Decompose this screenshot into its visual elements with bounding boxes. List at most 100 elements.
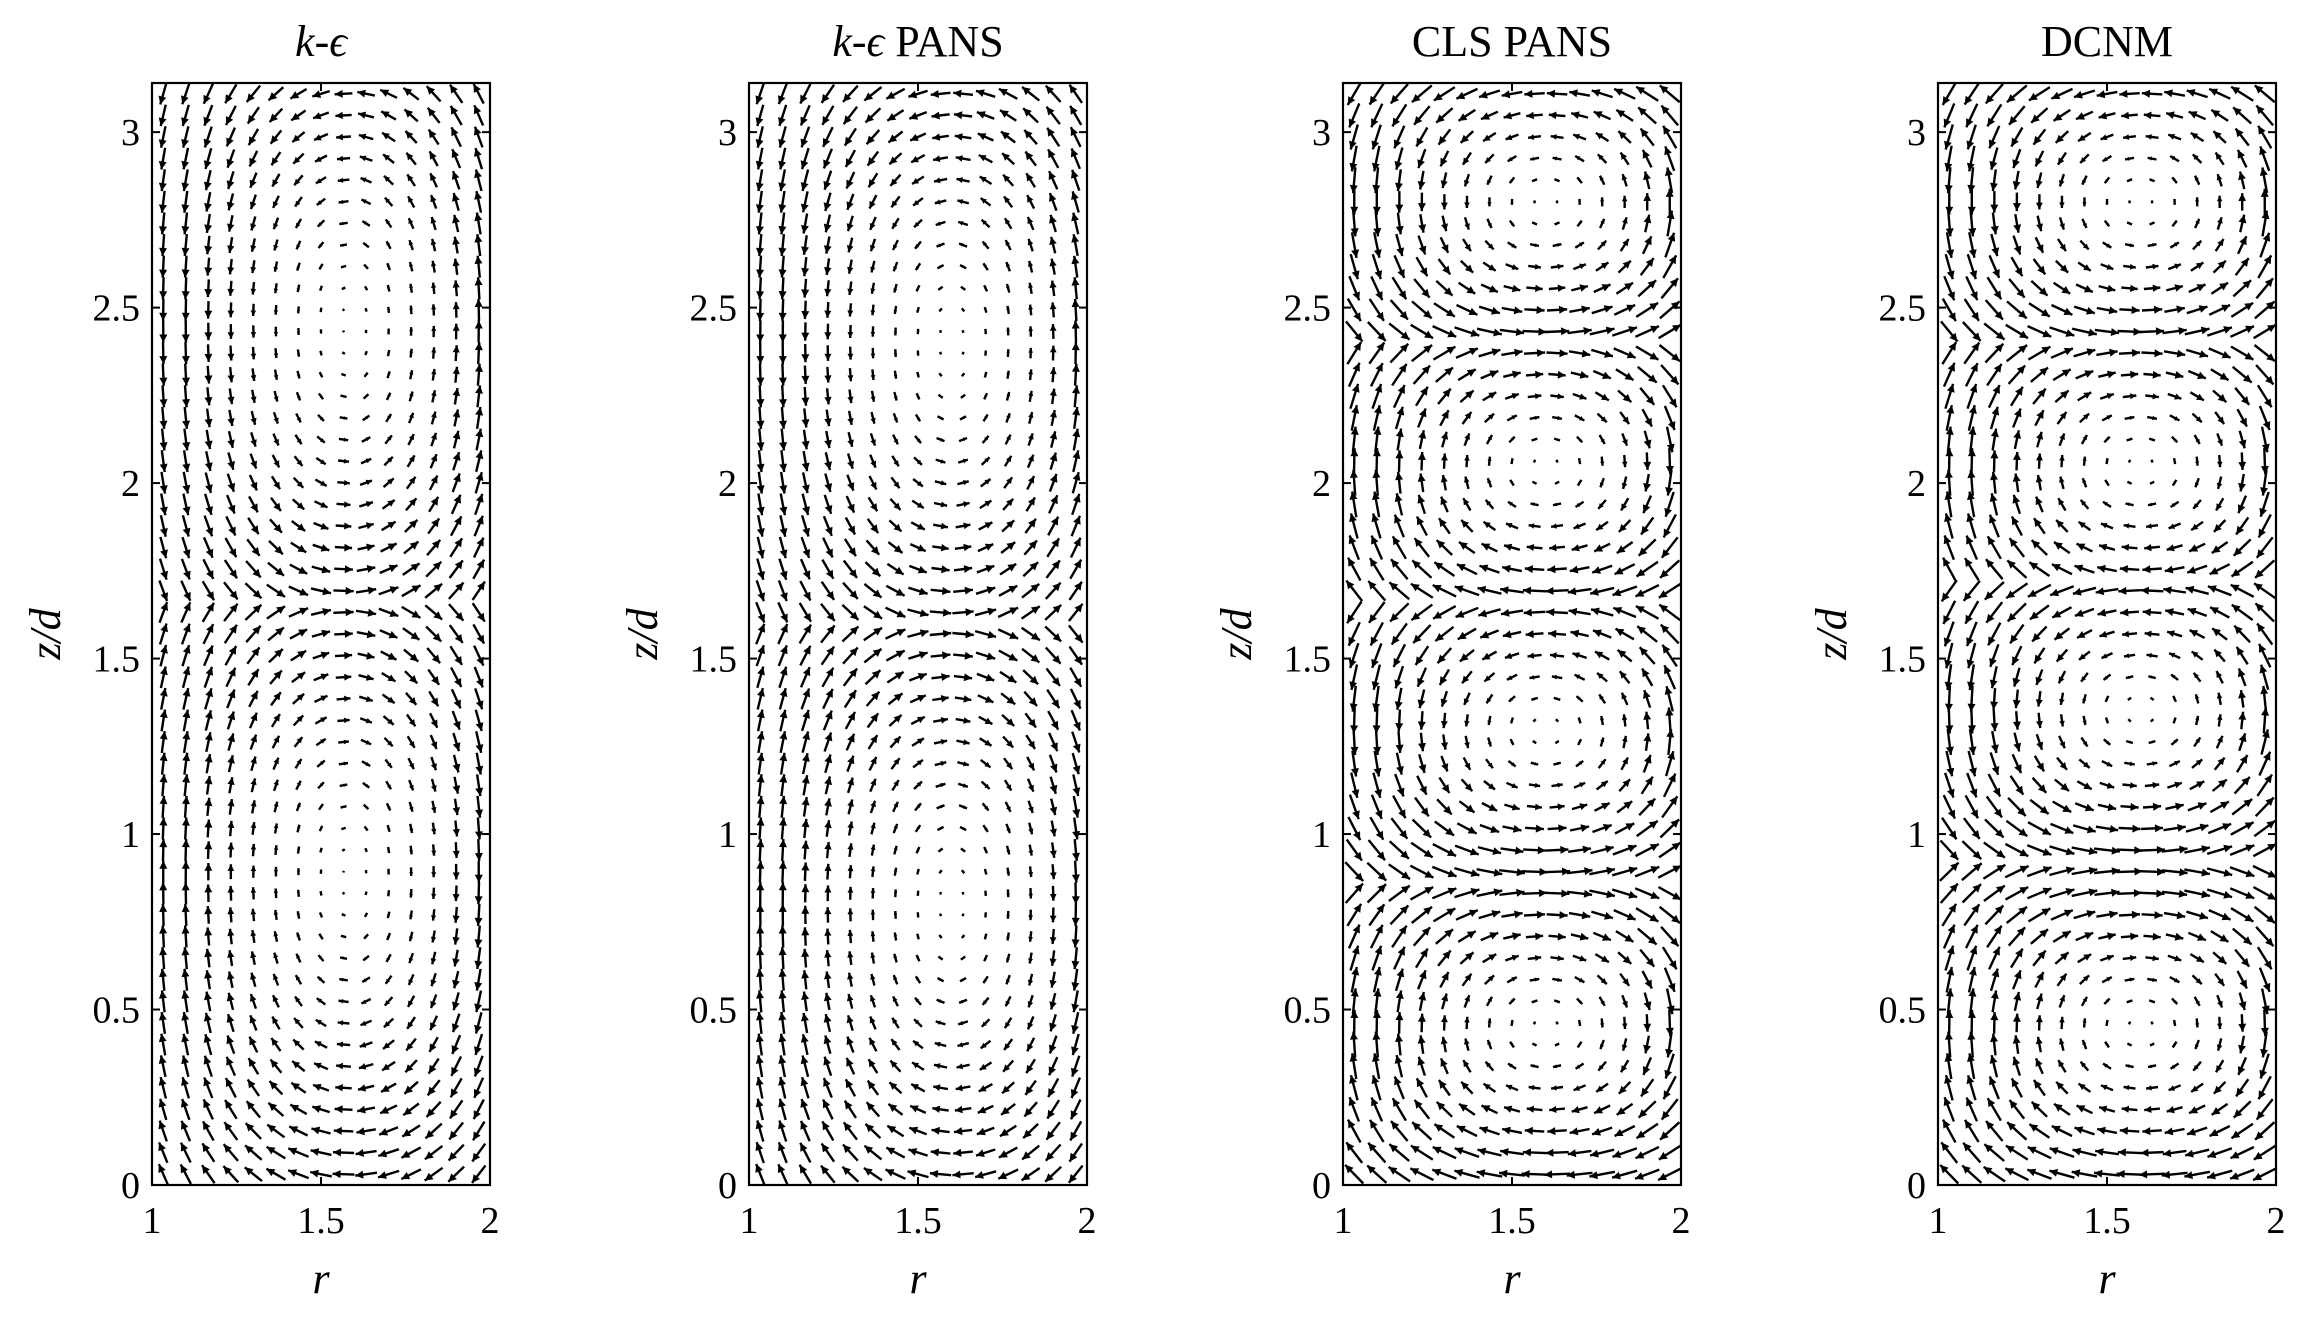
arrow-head — [846, 201, 854, 210]
arrow-head — [296, 396, 301, 401]
arrow-head — [249, 157, 257, 167]
arrow-head — [1993, 363, 2002, 373]
arrow-head — [1545, 1148, 1554, 1157]
arrow-head — [1650, 891, 1660, 899]
arrow-head — [1401, 885, 1410, 894]
arrow-head — [315, 178, 322, 184]
arrow-head — [386, 957, 391, 962]
arrow-head — [1420, 386, 1428, 396]
arrow-head — [1374, 967, 1382, 976]
arrow-head — [252, 568, 261, 578]
arrow-head — [984, 457, 990, 463]
arrow-head — [824, 928, 832, 936]
arrow-head — [1578, 977, 1585, 983]
arrow-head — [940, 522, 948, 530]
arrow-head — [1670, 937, 1679, 947]
arrow-head — [474, 255, 483, 265]
arrow-head — [756, 1012, 764, 1021]
arrow-head — [1022, 87, 1031, 96]
arrow-head — [158, 1055, 167, 1064]
arrow-head — [296, 353, 301, 357]
arrow-head — [1534, 955, 1542, 962]
arrow-head — [181, 312, 190, 321]
arrow-head — [908, 1148, 918, 1156]
arrow-head — [343, 395, 347, 398]
arrow-head — [292, 1061, 301, 1069]
arrow-head — [756, 752, 765, 762]
arrow-head — [1374, 789, 1382, 798]
arrow-head — [158, 95, 167, 105]
arrow-head — [411, 610, 421, 618]
arrow-head — [228, 548, 237, 558]
arrow-head — [1600, 240, 1607, 247]
arrow-head — [1006, 784, 1012, 791]
arrow-head — [822, 1121, 830, 1131]
arrow-head — [318, 955, 323, 959]
arrow-head — [755, 182, 764, 192]
arrow-head — [1002, 153, 1010, 161]
arrow-head — [362, 978, 367, 982]
arrow-head — [824, 267, 832, 275]
arrow-field — [1939, 81, 2277, 1185]
arrow-head — [1508, 501, 1513, 506]
arrow-head — [160, 602, 169, 611]
arrow-head — [226, 201, 235, 211]
arrow-head — [1990, 1012, 1999, 1021]
arrow-head — [450, 1109, 458, 1119]
arrow-head — [357, 1105, 366, 1114]
arrow-head — [474, 169, 482, 179]
arrow-head — [1535, 824, 1544, 833]
arrow-head — [248, 1058, 257, 1067]
arrow-head — [475, 700, 484, 710]
arrow-head — [1600, 262, 1609, 270]
arrow-head — [1391, 559, 1400, 568]
arrow-head — [801, 225, 809, 234]
arrow-head — [1643, 1001, 1652, 1011]
arrow-head — [984, 393, 988, 397]
arrow-head — [847, 951, 854, 958]
arrow-head — [1027, 1022, 1034, 1030]
arrow-head — [294, 178, 301, 186]
arrow-head — [1668, 773, 1676, 783]
arrow — [1532, 1021, 1537, 1025]
arrow-head — [430, 432, 437, 440]
arrow-head — [475, 407, 484, 416]
arrow-head — [250, 481, 258, 491]
arrow-head — [1602, 824, 1612, 832]
arrow-head — [940, 848, 943, 851]
arrow-head — [1621, 195, 1628, 202]
arrow-head — [1635, 1151, 1645, 1159]
arrow-head — [387, 762, 392, 768]
arrow-head — [870, 244, 876, 252]
y-tick-label: 0 — [1312, 1165, 1331, 1207]
arrow-head — [335, 1084, 343, 1092]
arrow-head — [273, 417, 279, 424]
arrow-head — [159, 334, 168, 343]
arrow-head — [430, 1000, 437, 1009]
arrow-head — [893, 438, 898, 445]
arrow-head — [337, 155, 344, 162]
arrow-head — [181, 334, 190, 343]
arrow-head — [869, 222, 876, 230]
arrow-head — [779, 731, 788, 740]
arrow-head — [755, 117, 764, 126]
arrow-head — [274, 649, 283, 658]
arrow-head — [366, 565, 376, 573]
arrow-head — [204, 841, 213, 850]
arrow-head — [227, 928, 235, 937]
arrow-head — [1966, 659, 1975, 669]
arrow-head — [273, 481, 280, 490]
arrow-head — [387, 456, 393, 463]
arrow-head — [756, 247, 764, 256]
arrow-head — [250, 908, 257, 915]
arrow-head — [1506, 1084, 1513, 1091]
arrow-head — [1395, 471, 1403, 481]
arrow-head — [275, 567, 284, 576]
arrow-head — [1493, 328, 1502, 337]
arrow-head — [1394, 701, 1403, 710]
arrow-head — [273, 735, 280, 743]
arrow-head — [250, 245, 257, 252]
x-axis-label: r — [312, 1254, 330, 1303]
arrow-head — [1510, 720, 1514, 724]
arrow-head — [409, 519, 418, 529]
